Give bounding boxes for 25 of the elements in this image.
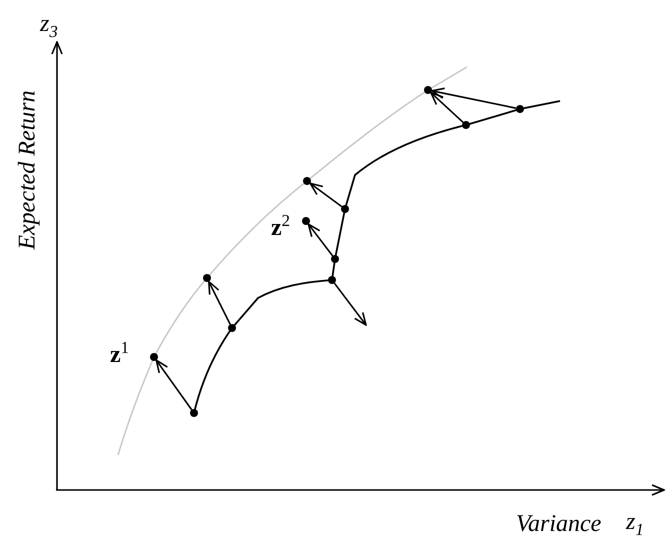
arrow bbox=[308, 223, 334, 256]
point-dot bbox=[462, 121, 470, 129]
point-dot bbox=[302, 217, 310, 225]
point-dot bbox=[203, 274, 211, 282]
arrow bbox=[334, 282, 367, 326]
arrow bbox=[208, 280, 231, 325]
point-dot bbox=[190, 409, 198, 417]
point-dot bbox=[341, 205, 349, 213]
axis-label: z$_{1}$ bbox=[626, 510, 644, 539]
point-dot bbox=[424, 86, 432, 94]
arrow bbox=[430, 92, 464, 123]
axis-title: Variance bbox=[516, 512, 602, 536]
point-dot bbox=[303, 177, 311, 185]
point-dot bbox=[516, 105, 524, 113]
arrow bbox=[309, 182, 342, 208]
point-dot bbox=[328, 276, 336, 284]
arrow bbox=[156, 359, 192, 410]
point-label: z$^{2}$ bbox=[271, 213, 290, 240]
point-dot bbox=[331, 255, 339, 263]
axis-label: z$_{3}$ bbox=[40, 12, 58, 41]
point-dot bbox=[228, 324, 236, 332]
point-dot bbox=[150, 353, 158, 361]
arrow bbox=[431, 88, 516, 109]
axis-title: Expected Return bbox=[15, 90, 40, 250]
point-label: z$^{1}$ bbox=[110, 340, 130, 367]
